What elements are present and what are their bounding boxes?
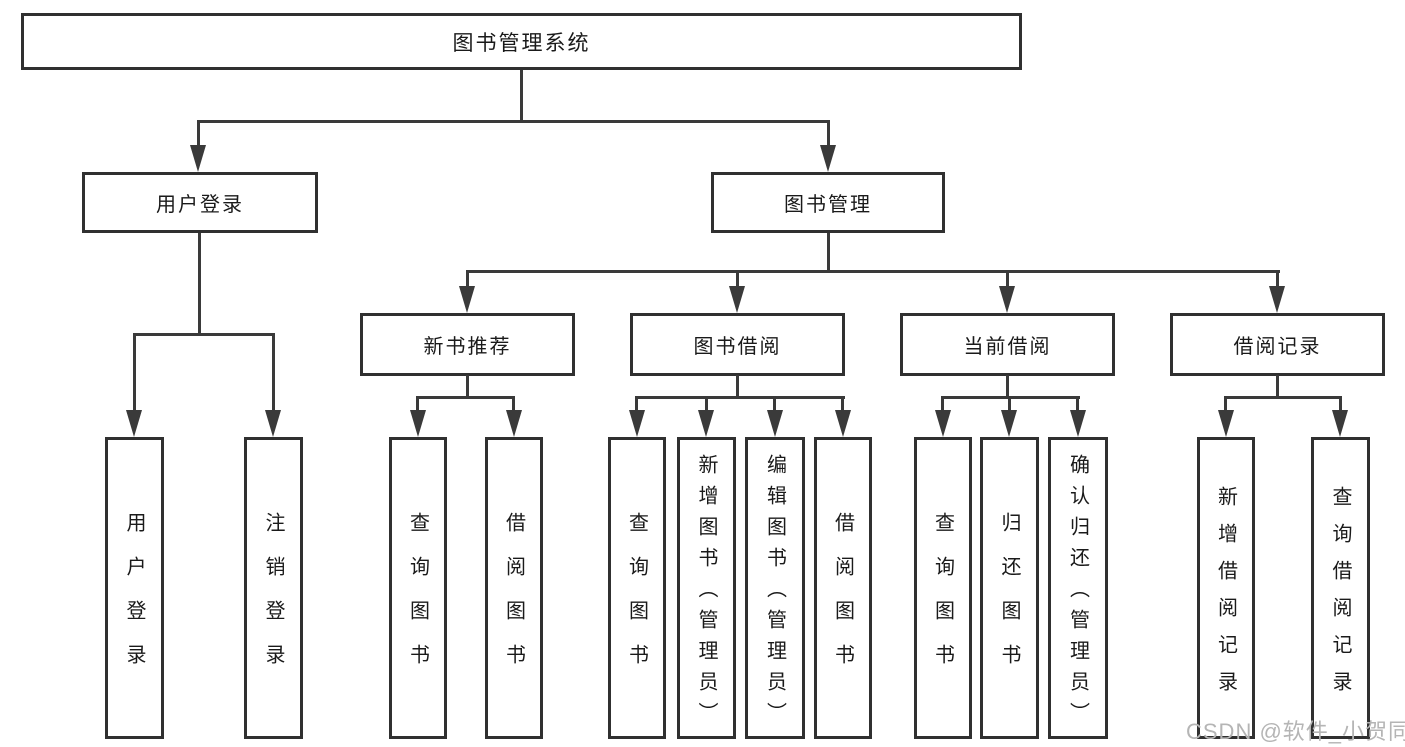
leaf-borrow-books: 借阅图书 xyxy=(814,437,872,739)
node-root: 图书管理系统 xyxy=(21,13,1022,70)
arrowhead-down-icon xyxy=(410,410,426,437)
node-book-borrow-label: 图书借阅 xyxy=(693,336,782,358)
connector-recommend-bar xyxy=(416,396,515,399)
leaf-add-borrow-record: 新增借阅记录 xyxy=(1197,437,1255,739)
leaf-add-book-admin: 新增图书（管理员） xyxy=(677,437,736,739)
leaf-query-borrow-record-label: 查询借阅记录 xyxy=(1329,485,1351,708)
leaf-confirm-return-admin: 确认归还（管理员） xyxy=(1048,437,1108,739)
connector-l2-bar xyxy=(197,120,830,123)
arrowhead-down-icon xyxy=(1218,410,1234,437)
watermark: CSDN @软件_小贺同学 xyxy=(1186,719,1405,744)
connector-l2-drop-left xyxy=(197,120,200,147)
leaf-logout: 注销登录 xyxy=(244,437,303,739)
arrowhead-down-icon xyxy=(835,410,851,437)
arrowhead-down-icon xyxy=(1070,410,1086,437)
leaf-query-books-borrow-label: 查询图书 xyxy=(625,512,648,688)
node-book-borrow: 图书借阅 xyxy=(630,313,845,376)
connector-records-stem xyxy=(1276,375,1279,399)
connector-l3-bar xyxy=(466,270,1280,273)
leaf-borrow-books-label: 借阅图书 xyxy=(831,512,854,688)
arrowhead-down-icon xyxy=(1332,410,1348,437)
leaf-user-login: 用户登录 xyxy=(105,437,164,739)
node-book-management: 图书管理 xyxy=(711,172,945,233)
leaf-add-borrow-record-label: 新增借阅记录 xyxy=(1214,485,1237,708)
node-borrow-records: 借阅记录 xyxy=(1170,313,1385,376)
node-new-book-recommend: 新书推荐 xyxy=(360,313,575,376)
connector-l2-drop-right xyxy=(827,120,830,147)
connector-userlogin-drop-1 xyxy=(133,333,136,411)
connector-current-drop-2 xyxy=(1008,396,1011,411)
arrowhead-down-icon xyxy=(126,410,142,437)
arrowhead-down-icon xyxy=(1001,410,1017,437)
arrowhead-down-icon xyxy=(190,145,206,172)
leaf-return-book: 归还图书 xyxy=(980,437,1039,739)
connector-records-drop-2 xyxy=(1339,396,1342,411)
arrowhead-down-icon xyxy=(729,286,745,313)
leaf-borrow-books-recommend-label: 借阅图书 xyxy=(502,512,525,688)
arrowhead-down-icon xyxy=(767,410,783,437)
connector-l3-drop-4 xyxy=(1276,270,1279,288)
leaf-confirm-return-admin-label: 确认归还（管理员） xyxy=(1066,454,1089,733)
arrowhead-down-icon xyxy=(820,145,836,172)
leaf-query-books-current-label: 查询图书 xyxy=(931,512,954,688)
connector-l3-drop-2 xyxy=(736,270,739,288)
arrowhead-down-icon xyxy=(999,286,1015,313)
node-current-borrow: 当前借阅 xyxy=(900,313,1115,376)
connector-records-bar xyxy=(1225,396,1342,399)
node-new-book-recommend-label: 新书推荐 xyxy=(423,336,512,358)
arrowhead-down-icon xyxy=(1269,286,1285,313)
leaf-query-books-borrow: 查询图书 xyxy=(608,437,666,739)
connector-current-drop-1 xyxy=(941,396,944,411)
connector-current-stem xyxy=(1006,375,1009,399)
connector-current-drop-3 xyxy=(1076,396,1079,411)
node-current-borrow-label: 当前借阅 xyxy=(963,336,1052,358)
connector-records-drop-1 xyxy=(1224,396,1227,411)
leaf-query-books-current: 查询图书 xyxy=(914,437,972,739)
arrowhead-down-icon xyxy=(698,410,714,437)
leaf-edit-book-admin-label: 编辑图书（管理员） xyxy=(763,454,786,733)
leaf-edit-book-admin: 编辑图书（管理员） xyxy=(745,437,805,739)
connector-recommend-stem xyxy=(466,375,469,399)
connector-borrow-drop-1 xyxy=(635,396,638,411)
arrowhead-down-icon xyxy=(265,410,281,437)
connector-borrow-drop-3 xyxy=(773,396,776,411)
connector-borrow-stem xyxy=(736,375,739,399)
leaf-logout-label: 注销登录 xyxy=(262,512,284,688)
connector-recommend-drop-2 xyxy=(512,396,515,411)
node-user-login: 用户登录 xyxy=(82,172,318,233)
leaf-query-books-recommend-label: 查询图书 xyxy=(406,512,429,688)
connector-recommend-drop-1 xyxy=(416,396,419,411)
leaf-query-books-recommend: 查询图书 xyxy=(389,437,447,739)
connector-borrow-drop-2 xyxy=(705,396,708,411)
connector-borrow-bar xyxy=(636,396,845,399)
connector-root-stem xyxy=(520,70,523,122)
connector-userlogin-stem xyxy=(198,233,201,336)
node-borrow-records-label: 借阅记录 xyxy=(1233,336,1322,358)
connector-userlogin-bar xyxy=(133,333,275,336)
connector-userlogin-drop-2 xyxy=(272,333,275,411)
node-book-management-label: 图书管理 xyxy=(784,194,872,216)
leaf-borrow-books-recommend: 借阅图书 xyxy=(485,437,543,739)
leaf-return-book-label: 归还图书 xyxy=(998,512,1020,688)
arrowhead-down-icon xyxy=(935,410,951,437)
arrowhead-down-icon xyxy=(459,286,475,313)
leaf-user-login-label: 用户登录 xyxy=(123,512,145,688)
node-user-login-label: 用户登录 xyxy=(156,194,244,216)
leaf-add-book-admin-label: 新增图书（管理员） xyxy=(695,454,717,733)
leaf-query-borrow-record: 查询借阅记录 xyxy=(1311,437,1370,739)
connector-current-bar xyxy=(942,396,1080,399)
connector-bookmgmt-stem xyxy=(827,233,830,273)
arrowhead-down-icon xyxy=(629,410,645,437)
connector-l3-drop-3 xyxy=(1006,270,1009,288)
connector-borrow-drop-4 xyxy=(841,396,844,411)
arrowhead-down-icon xyxy=(506,410,522,437)
node-root-label: 图书管理系统 xyxy=(452,31,591,55)
connector-l3-drop-1 xyxy=(466,270,469,288)
